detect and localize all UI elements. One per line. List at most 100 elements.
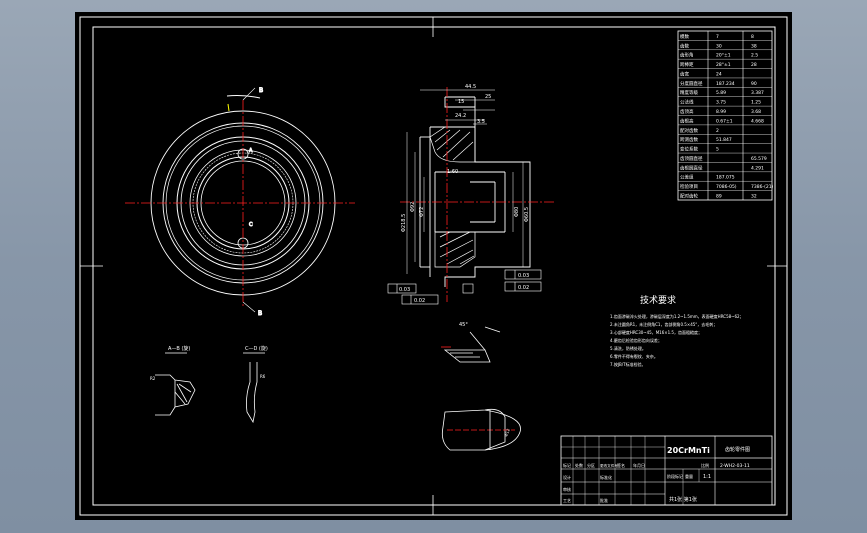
- param-table-cell: 齿根圆直径: [680, 164, 703, 171]
- label-count: 处数: [575, 462, 583, 468]
- param-table-cell: 7386-(21): [751, 184, 774, 190]
- title-scale: 1:1: [703, 474, 711, 480]
- section-label-c: C: [249, 222, 253, 228]
- tech-requirement-line: 7.按JB/T标准检验。: [610, 361, 646, 367]
- label-weight: 重量: [685, 473, 693, 479]
- param-table-cell: 2: [716, 128, 719, 134]
- param-table-cell: 3.387: [751, 90, 764, 96]
- param-table-cell: 28°±1: [716, 62, 731, 68]
- param-table-cell: 65.579: [751, 156, 767, 162]
- detail-view-a-title: A—B (旋): [168, 345, 190, 352]
- param-table-cell: 51.847: [716, 137, 732, 143]
- detail-label-r: R2: [150, 376, 156, 381]
- title-part-name: 齿轮零件图: [725, 446, 750, 453]
- tol-1: 0.03: [399, 287, 410, 293]
- title-drawing-no: 2-WH2-03-11: [720, 463, 750, 469]
- label-date: 年月日: [633, 462, 645, 468]
- title-block: 20CrMnTi 齿轮零件图 2-WH2-03-11 1:1 共1张 第1张 阶…: [560, 435, 773, 506]
- param-table-cell: 5.89: [716, 90, 726, 96]
- label-process: 工艺: [563, 498, 571, 503]
- param-table-cell: 齿根高: [680, 117, 694, 124]
- param-table-cell: 7086-05): [716, 184, 737, 190]
- label-stage-mark: 阶段标记: [667, 473, 683, 479]
- detail-view-c-title: C—D (旋): [245, 345, 268, 352]
- detail-ring: Φ12: [503, 427, 511, 437]
- label-change-doc: 更改文件号: [600, 463, 618, 468]
- param-table-cell: 跨棒距: [680, 61, 694, 68]
- tol-3: 0.03: [518, 273, 529, 279]
- param-table-cell: 公法线: [680, 99, 694, 106]
- detail-view-end: Φ12: [441, 408, 521, 451]
- label-sign: 签名: [617, 462, 625, 468]
- highlight-mark: [227, 103, 230, 112]
- dim-d1: 25: [485, 94, 491, 100]
- param-table-cell: 跨测齿数: [680, 136, 698, 143]
- tech-requirement-line: 1.齿面渗碳淬火处理，渗碳层深度为1.2~1.5mm，表面硬度HRC58~62；: [610, 313, 744, 319]
- param-table-cell: 5: [716, 147, 719, 153]
- label-approve: 批准: [600, 497, 608, 503]
- tech-requirement-line: 6.零件不得有裂纹、夹杂。: [610, 353, 658, 359]
- tech-requirement-line: 3.心部硬度HRC30~45，M16×1.5，齿面粗糙度；: [610, 329, 702, 335]
- inner-frame: [92, 26, 776, 506]
- param-table-cell: 30: [716, 43, 722, 49]
- dim-ratio: 1:60: [447, 169, 458, 175]
- tol-4: 0.02: [518, 285, 529, 291]
- detail-view-a: A—B (旋) R2: [150, 345, 196, 416]
- param-table-cell: 齿数: [680, 42, 689, 49]
- label-design: 设计: [563, 474, 571, 480]
- param-table-cell: 89: [716, 194, 722, 200]
- param-table-cell: 7: [716, 34, 719, 40]
- param-table-cell: 齿形角: [680, 52, 694, 59]
- section-hatch: [429, 126, 476, 268]
- param-table-cell: 配对齿轮: [680, 193, 698, 200]
- param-table-cell: 检验项目: [680, 183, 698, 190]
- section-dimensions: [406, 89, 524, 274]
- detail-view-c: C—D (旋) R6: [243, 345, 268, 424]
- param-table-cell: 4.668: [751, 118, 764, 124]
- dim-diameter-hub: Φ92: [410, 202, 416, 212]
- param-table-cell: 变位系数: [680, 146, 698, 153]
- tolerance-frames: [387, 269, 542, 305]
- dim-diameter-main: Φ218.5: [401, 214, 407, 232]
- dim-d3: 24.2: [455, 113, 466, 119]
- param-table-cell: 0.67±1: [716, 118, 733, 124]
- param-table-cell: 187.234: [716, 81, 735, 87]
- param-table-cell: 3.68: [751, 109, 761, 115]
- tech-requirements: 技术要求 1.齿面渗碳淬火处理，渗碳层深度为1.2~1.5mm，表面硬度HRC5…: [610, 294, 744, 367]
- dim-overall-width: 44.5: [465, 84, 476, 90]
- section-label-b-top: B: [259, 87, 263, 94]
- section-label-b-bottom: B: [258, 310, 262, 317]
- param-table-cell: 20°±1: [716, 53, 731, 59]
- dim-diameter-bore: Φ72: [419, 207, 425, 217]
- label-check: 审核: [563, 486, 571, 492]
- tech-requirement-line: 5.清洗，防锈处理。: [610, 345, 646, 351]
- tech-requirements-title: 技术要求: [640, 294, 676, 306]
- section-center-lines: [400, 87, 555, 302]
- section-label-a: A: [249, 148, 253, 154]
- param-table-cell: 分度圆直径: [680, 80, 703, 87]
- param-table-cell: 1.25: [751, 100, 761, 106]
- label-standard: 标准化: [600, 474, 612, 480]
- param-table-cell: 3.75: [716, 100, 726, 106]
- label-ratio: 比例: [701, 462, 709, 468]
- detail-angle: 45°: [459, 322, 468, 328]
- param-table-cell: 38: [751, 43, 757, 49]
- tech-requirement-line: 2.未注圆角R1，未注倒角C1，齿部倒角0.5×45°，去毛刺；: [610, 321, 717, 327]
- param-table-cell: 4.291: [751, 165, 764, 171]
- dim-d2: 15: [458, 99, 464, 105]
- param-table-cell: 2.5: [751, 53, 758, 59]
- tol-2: 0.02: [414, 298, 425, 304]
- dim-diameter-small: Φ60.5: [524, 207, 530, 222]
- section-view: [419, 96, 531, 287]
- param-table-cell: 8.99: [716, 109, 726, 115]
- param-table-cell: 齿顶圆直径: [680, 155, 703, 162]
- detail-label-r6: R6: [260, 374, 266, 379]
- param-table-cell: 24: [716, 71, 722, 77]
- param-table-cell: 配对齿数: [680, 127, 698, 134]
- param-table-cell: 齿宽: [680, 70, 689, 77]
- label-zone: 分区: [587, 462, 595, 468]
- label-mark: 标记: [563, 462, 571, 468]
- param-table-cell: 32: [751, 194, 757, 200]
